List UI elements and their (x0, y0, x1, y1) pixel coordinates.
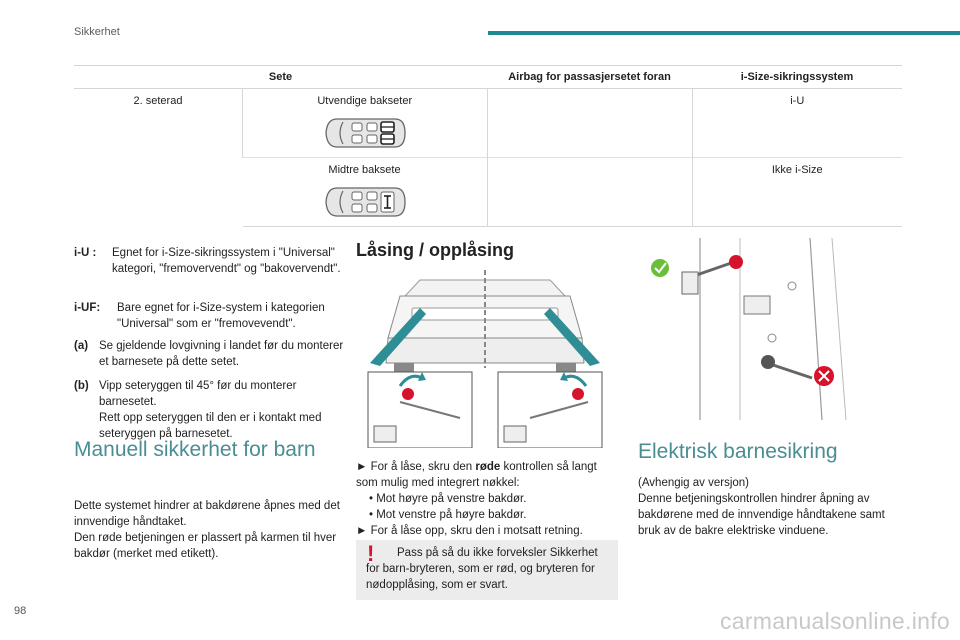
instruction-bullet: • Mot venstre på høyre bakdør. (369, 509, 527, 521)
step-emphasis: røde (475, 461, 501, 473)
table-cell: Ikke i-Size (691, 157, 902, 227)
manual-child-lock-heading: Manuell sikkerhet for barn (74, 438, 316, 461)
legend-key: i-U : (74, 247, 97, 259)
running-header: Sikkerhet (74, 26, 120, 38)
legend-text: Vipp seteryggen til 45° før du monterer … (99, 380, 297, 408)
instruction-step: ► For å låse, skru den røde kontrollen s… (356, 459, 621, 491)
table-cell (486, 88, 692, 158)
legend-a: (a) Se gjeldende lovgivning i landet før… (74, 338, 344, 370)
row-label: 2. seterad (133, 95, 183, 107)
table-row: Midtre baksete Ikke i-Size (74, 157, 902, 227)
legend-key: i-UF: (74, 302, 101, 314)
locking-heading: Låsing / opplåsing (356, 240, 515, 260)
legend-iu: i-U : Egnet for i-Size-sikringssystem i … (74, 245, 344, 277)
table-cell: i-U (691, 88, 902, 158)
seat-name: Utvendige bakseter (317, 95, 413, 107)
table-cell (486, 157, 692, 227)
legend-text: Egnet for i-Size-sikringssystem i "Unive… (112, 247, 341, 275)
legend-text: Rett opp seteryggen til den er i kontakt… (99, 412, 322, 440)
page-number: 98 (14, 605, 27, 617)
paragraph: Denne betjeningskontrollen hindrer åpnin… (638, 493, 885, 537)
locking-instructions: ► For å låse, skru den røde kontrollen s… (356, 459, 621, 539)
step-text: kontrollen så langt som mulig med integr… (356, 461, 597, 489)
table-header: i-Size-sikringssystem (692, 65, 902, 89)
door-frame-illustration (651, 238, 847, 420)
paragraph: Dette systemet hindrer at bakdørene åpne… (74, 500, 340, 528)
instruction-step: ► For å låse opp, skru den i motsatt ret… (356, 525, 583, 537)
seat-table: Sete Airbag for passasjersetet foran i-S… (74, 65, 902, 227)
table-header: Sete (74, 65, 487, 89)
instruction-bullet: • Mot høyre på venstre bakdør. (369, 493, 527, 505)
electric-child-lock-text: (Avhengig av versjon) Denne betjeningsko… (638, 475, 908, 539)
legend-b: (b) Vipp seteryggen til 45° før du monte… (74, 378, 344, 442)
electric-child-lock-heading: Elektrisk barnesikring (638, 440, 838, 463)
manual-child-lock-text: Dette systemet hindrer at bakdørene åpne… (74, 498, 344, 562)
warning-box: ! Pass på så du ikke forveksler Sikkerhe… (356, 540, 618, 600)
table-header: Airbag for passasjersetet foran (487, 65, 692, 89)
table-row: 2. seterad Utvendige bakseter i-U (74, 88, 902, 158)
warning-icon: ! (367, 541, 375, 566)
car-middle-seat-icon (324, 187, 406, 217)
paragraph: Den røde betjeningen er plassert på karm… (74, 532, 337, 560)
legend-text: Se gjeldende lovgivning i landet før du … (99, 340, 344, 368)
legend-text: Bare egnet for i-Size-system i kategorie… (117, 302, 325, 330)
step-text: ► For å låse, skru den (356, 461, 476, 473)
warning-text: Pass på så du ikke forveksler Sikkerhet … (366, 547, 598, 591)
table-header-row: Sete Airbag for passasjersetet foran i-S… (74, 65, 902, 89)
legend-iuf: i-UF: Bare egnet for i-Size-system i kat… (74, 300, 344, 332)
legend-key: (b) (74, 380, 89, 392)
seat-name: Midtre baksete (328, 164, 401, 176)
watermark: carmanualsonline.info (719, 608, 950, 634)
table-cell: Midtre baksete (242, 157, 487, 227)
legend-key: (a) (74, 340, 89, 352)
header-accent-bar (488, 31, 960, 35)
paragraph: (Avhengig av versjon) (638, 477, 750, 489)
car-rear-illustration (367, 270, 603, 448)
car-outer-seats-icon (325, 118, 406, 148)
table-cell: Utvendige bakseter (242, 88, 487, 158)
